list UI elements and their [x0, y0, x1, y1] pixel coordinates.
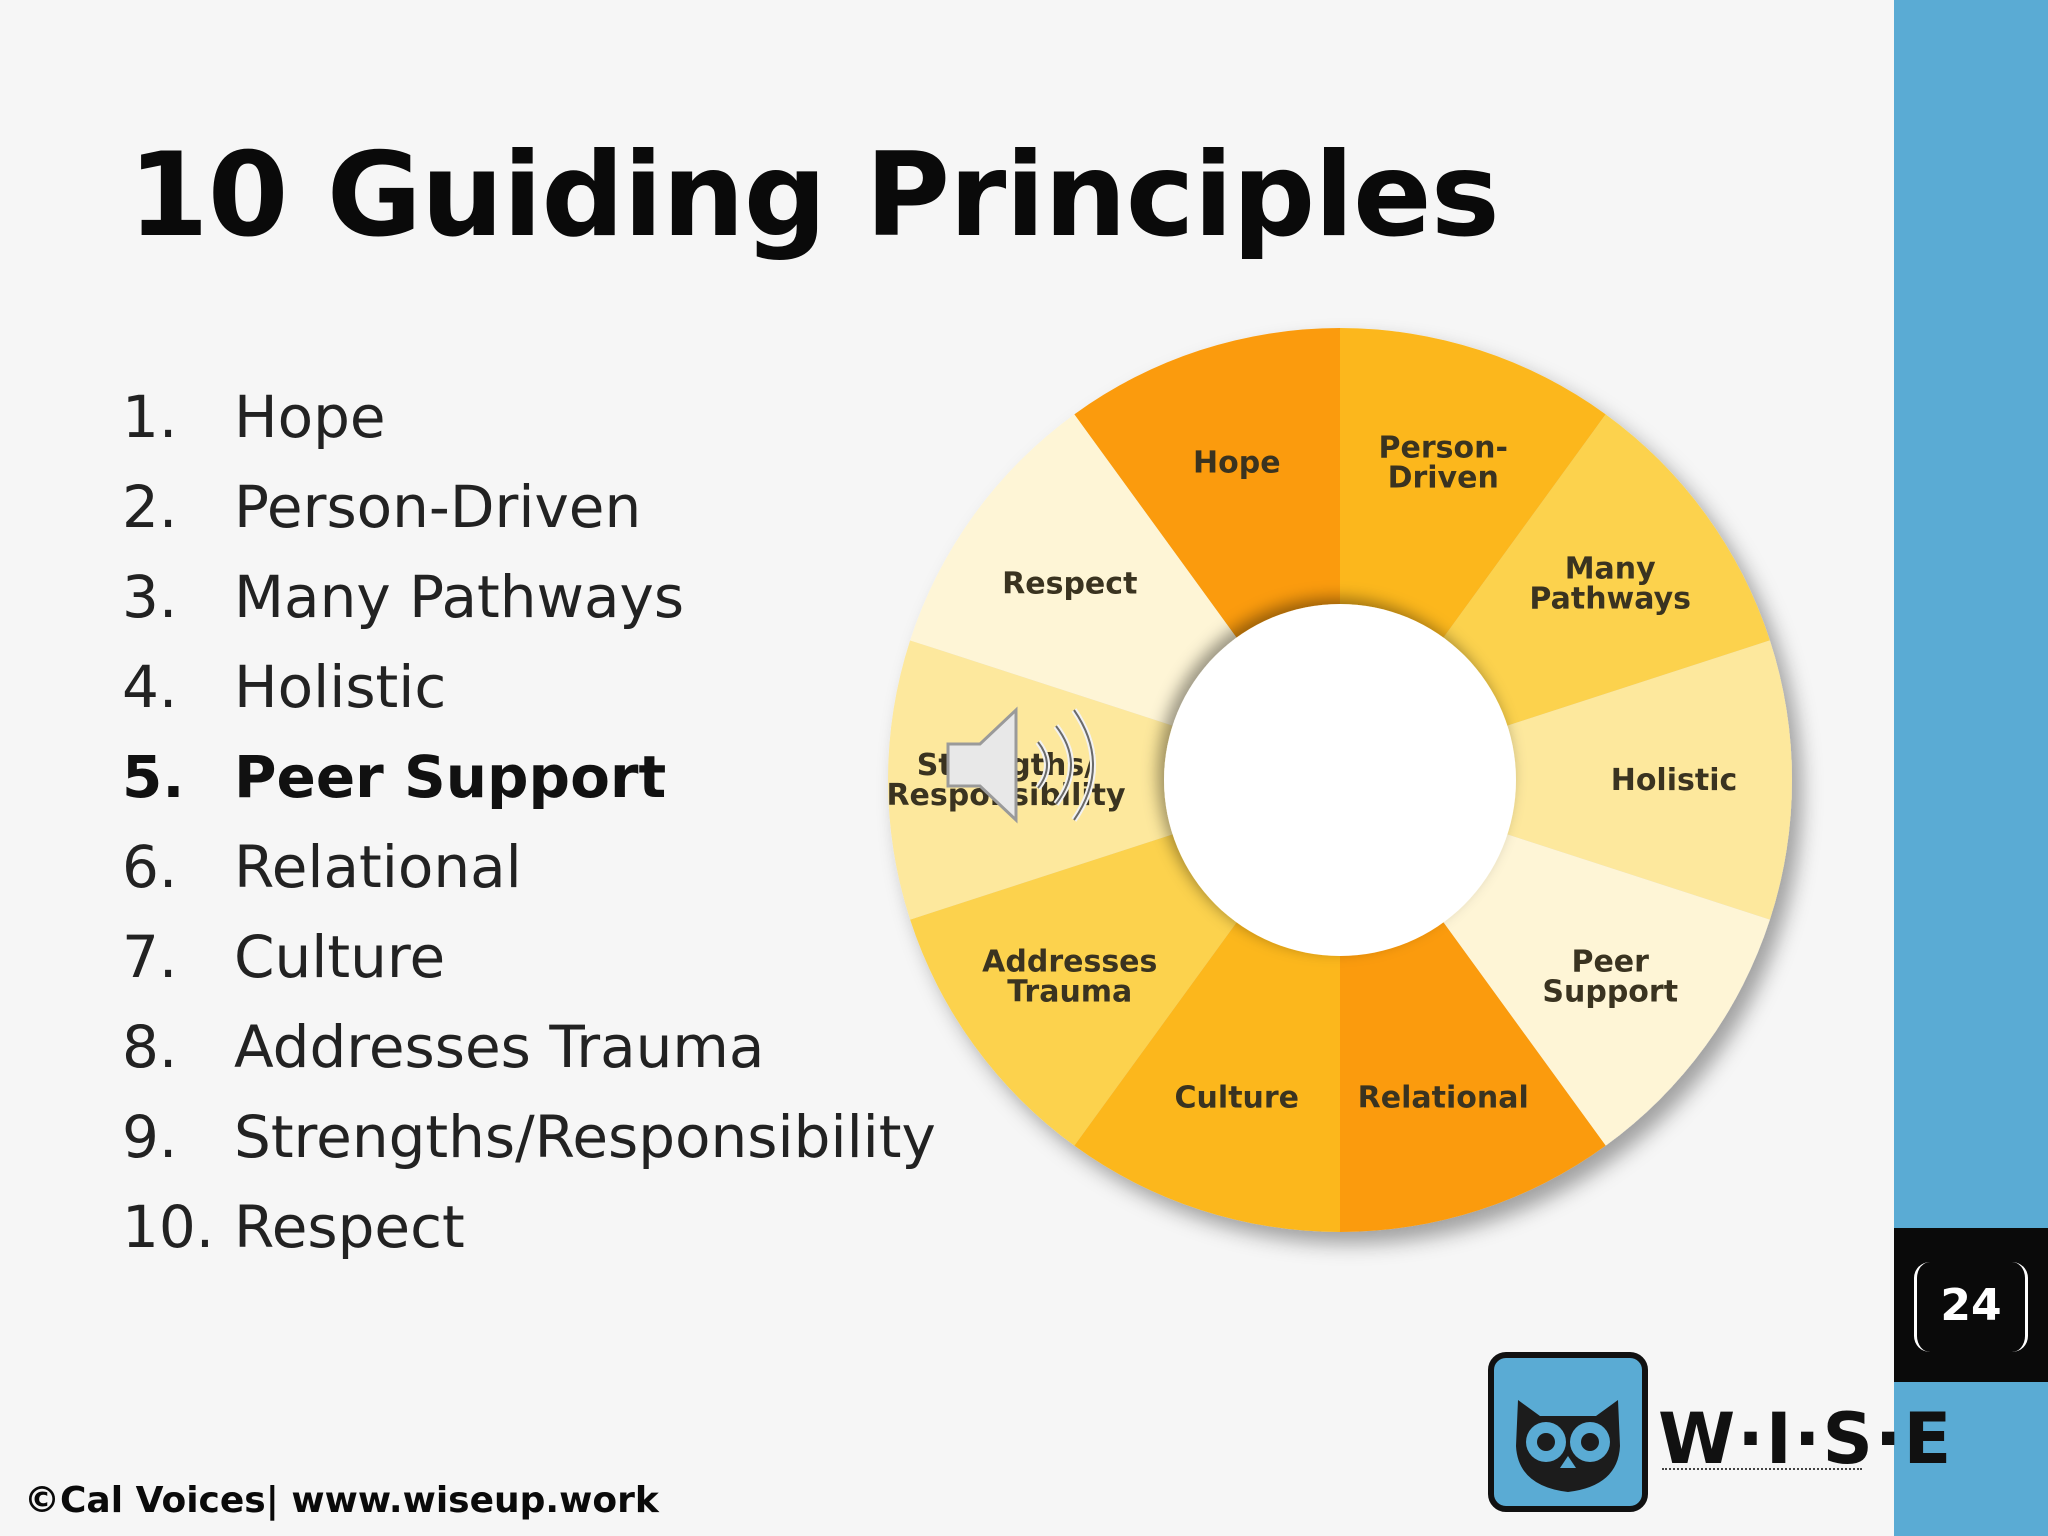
wheel-segment — [888, 640, 1340, 920]
wheel-label-line: Respect — [1002, 567, 1137, 602]
logo-tagline — [1662, 1468, 1862, 1476]
wheel-label-line: Peer — [1571, 944, 1649, 979]
principle-label: Strengths/Responsibility — [234, 1103, 936, 1171]
principle-number: 7. — [122, 923, 178, 991]
footer-copyright: ©Cal Voices| www.wiseup.work — [24, 1480, 659, 1521]
principle-item: 9. Strengths/Responsibility — [122, 1092, 936, 1182]
principle-number: 4. — [122, 653, 178, 721]
principles-list: 1. Hope 2. Person-Driven 3. Many Pathways 4. Ho… — [122, 372, 936, 1272]
principle-label: Peer Support — [234, 743, 667, 811]
page-number: 24 — [1940, 1280, 2002, 1331]
wheel-segment-label: Respect — [1002, 567, 1137, 602]
wheel-label-line: Addresses — [982, 944, 1157, 979]
wheel-label-line: Culture — [1175, 1081, 1300, 1116]
principle-item: 1. Hope — [122, 372, 936, 462]
wheel-label-line: Relational — [1358, 1081, 1529, 1116]
principle-item: 3. Many Pathways — [122, 552, 936, 642]
principle-label: Many Pathways — [234, 563, 685, 631]
principle-item: 8. Addresses Trauma — [122, 1002, 936, 1092]
principle-number: 9. — [122, 1103, 178, 1171]
principle-number: 10. — [122, 1193, 215, 1261]
speaker-icon[interactable] — [940, 700, 1110, 830]
page-number-box: 24 — [1894, 1228, 2048, 1382]
principle-item: 10. Respect — [122, 1182, 936, 1272]
principle-number: 8. — [122, 1013, 178, 1081]
slide-title: 10 Guiding Principles — [128, 128, 1500, 263]
principle-number: 3. — [122, 563, 178, 631]
wheel-label-line: Holistic — [1611, 763, 1738, 798]
principle-item: 6. Relational — [122, 822, 936, 912]
principle-item: 2. Person-Driven — [122, 462, 936, 552]
principle-label: Holistic — [234, 653, 447, 721]
principle-number: 1. — [122, 383, 178, 451]
principle-label: Relational — [234, 833, 522, 901]
wheel-label-line: Person- — [1379, 430, 1508, 465]
logo-wordmark: W·I·S·E — [1658, 1398, 1954, 1480]
wheel-center-hole — [1164, 604, 1516, 956]
wheel-label-line: Trauma — [1007, 974, 1132, 1009]
principle-number: 2. — [122, 473, 178, 541]
wheel-segment — [1340, 640, 1792, 920]
wheel-segment-label: Relational — [1358, 1081, 1529, 1116]
principle-item: 4. Holistic — [122, 642, 936, 732]
wheel-label-line: Many — [1565, 552, 1656, 587]
principle-number: 6. — [122, 833, 178, 901]
principle-label: Respect — [234, 1193, 465, 1261]
principle-label: Culture — [234, 923, 446, 991]
wheel-segment-label: Person-Driven — [1379, 430, 1508, 495]
wheel-segment-label: Hope — [1193, 445, 1281, 480]
principle-label: Person-Driven — [234, 473, 642, 541]
principle-label: Addresses Trauma — [234, 1013, 765, 1081]
principle-number: 5. — [122, 743, 185, 811]
wheel-label-line: Support — [1542, 974, 1678, 1009]
principle-label: Hope — [234, 383, 386, 451]
wheel-label-line: Hope — [1193, 445, 1281, 480]
principle-item: 7. Culture — [122, 912, 936, 1002]
page-number-bracket — [1914, 1262, 2028, 1352]
wheel-label-line: Driven — [1388, 460, 1499, 495]
wheel-label-line: Pathways — [1529, 582, 1691, 617]
wheel-segment-label: Culture — [1175, 1081, 1300, 1116]
logo-badge — [1488, 1352, 1648, 1512]
owl-icon — [1516, 1400, 1620, 1492]
wheel-segment-label: Holistic — [1611, 763, 1738, 798]
principle-item: 5. Peer Support — [122, 732, 936, 822]
